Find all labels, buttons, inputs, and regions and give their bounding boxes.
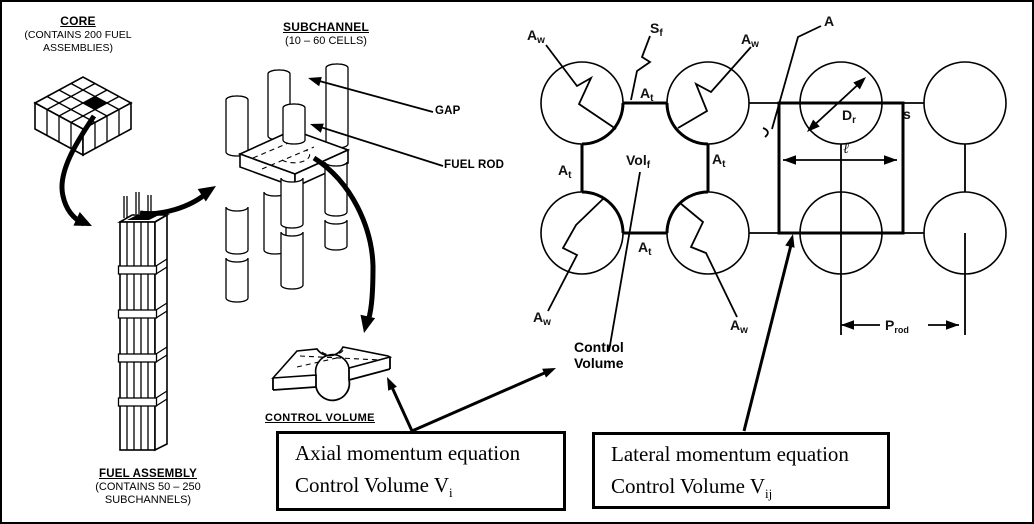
wall-area-label: Aw [741, 31, 759, 50]
assembly-to-subchannel-arrow [139, 179, 221, 217]
lateral-momentum-box: Lateral momentum equation Control Volume… [592, 432, 890, 509]
fuel-rod-label: FUEL ROD [444, 159, 505, 171]
fuel-assembly-subtitle-1: (CONTAINS 50 – 250 [95, 481, 201, 494]
transverse-area-label: At [558, 162, 572, 181]
wall-area-leader [545, 44, 617, 130]
rod-pitch-label: Prod [885, 317, 909, 335]
transverse-area-label: At [640, 85, 654, 104]
axial-box-arrow-to-sketch [382, 374, 414, 432]
rod-array-diagram: Aw Sf Aw A At At At At Volf Aw Aw Dr s ℓ… [527, 13, 1007, 352]
lateral-momentum-line2: Control Volume Vij [611, 474, 773, 502]
wall-area-label: Aw [533, 309, 551, 328]
subchannel-caption: SUBCHANNEL (10 – 60 CELLS) [256, 20, 396, 49]
fuel-rod-leader [308, 119, 444, 167]
subchannel-to-control-volume-arrow [312, 155, 376, 335]
friction-surface-leader [630, 35, 652, 101]
axial-momentum-line2: Control Volume Vi [295, 473, 453, 501]
wall-area-leader [547, 197, 605, 312]
subchannel-subtitle: (10 – 60 CELLS) [285, 35, 367, 47]
lateral-box-arrow [742, 232, 798, 432]
subchannel-title: SUBCHANNEL [283, 20, 369, 34]
rod-pitch-dimension [841, 320, 959, 330]
fluid-volume-leader [608, 171, 641, 352]
axial-momentum-line1: Axial momentum equation [295, 441, 521, 465]
control-volume-caption: CONTROL VOLUME [265, 412, 375, 424]
axial-box-arrow-to-text [411, 363, 558, 433]
fuel-assembly-title: FUEL ASSEMBLY [98, 468, 198, 480]
core-drawing [33, 76, 133, 157]
centroid-distance-dimension [783, 155, 897, 165]
wall-area-label: Aw [730, 317, 748, 336]
control-volume-line2: Volume [574, 355, 624, 371]
core-caption: CORE (CONTAINS 200 FUEL ASSEMBLIES) [8, 14, 148, 55]
spacer-grids [117, 258, 168, 407]
gap-leader [306, 73, 434, 113]
core-subtitle: (CONTAINS 200 FUEL ASSEMBLIES) [24, 29, 132, 55]
lateral-area-label: A [824, 13, 834, 29]
lateral-area-leader [771, 25, 822, 130]
fluid-volume-label: Volf [626, 152, 651, 171]
fuel-assembly-drawing [117, 192, 170, 452]
control-volume-line1: Control [574, 339, 624, 355]
lower-rod-segments [225, 161, 348, 303]
fuel-rod-circle [923, 61, 1007, 145]
highlighted-assembly-cell [83, 96, 107, 110]
fuel-assembly-subtitle-2: SUBCHANNELS) [104, 493, 192, 506]
core-title: CORE [60, 14, 96, 28]
lateral-momentum-line1: Lateral momentum equation [611, 442, 849, 466]
gap-width-label: s [903, 106, 911, 122]
fuel-assembly-caption: FUEL ASSEMBLY (CONTAINS 50 – 250 SUBCHAN… [85, 468, 211, 507]
rod-diameter-label: Dr [842, 107, 856, 126]
friction-surface-label: Sf [650, 20, 663, 39]
axial-momentum-box: Axial momentum equation Control Volume V… [276, 431, 566, 511]
centroid-distance-label: ℓ [843, 142, 849, 157]
wall-area-leader [677, 46, 752, 129]
transverse-area-label: At [638, 239, 652, 258]
subchannel-slab [237, 129, 351, 189]
core-to-assembly-arrow [59, 114, 97, 233]
subchannel-drawing [225, 63, 351, 303]
wall-area-leader [679, 202, 738, 318]
control-volume-pointer-label: Control Volume [574, 339, 624, 371]
wall-area-label: Aw [527, 27, 545, 46]
transverse-area-label: At [712, 151, 726, 170]
rod-diameter-dimension [803, 73, 870, 136]
control-volume-sketch [271, 346, 393, 402]
gap-label: GAP [435, 105, 461, 117]
